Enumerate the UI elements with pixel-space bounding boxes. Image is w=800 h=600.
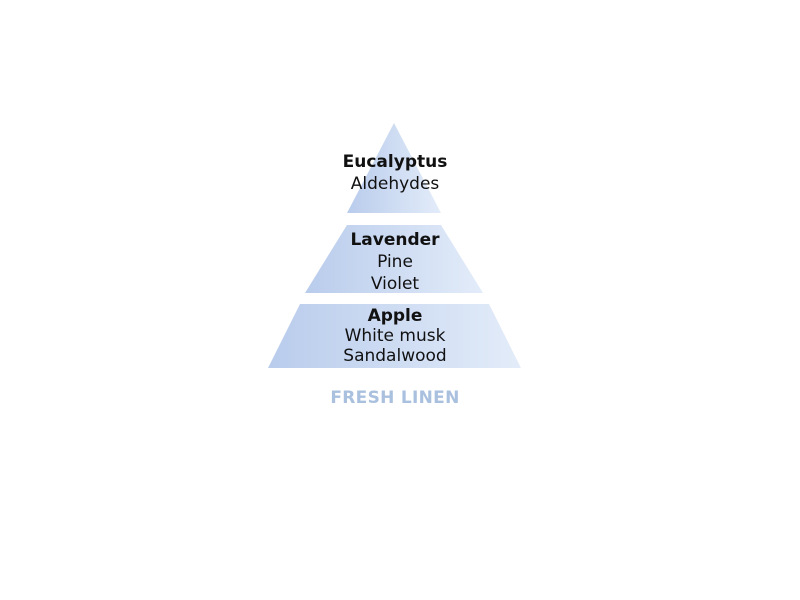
tier-middle-primary-note: Lavender [350, 230, 440, 250]
pyramid-tier-base-shape [268, 304, 521, 368]
pyramid-tier-base: Apple White musk Sandalwood [0, 306, 790, 366]
pyramid-tier-middle: Lavender Pine Violet [0, 229, 790, 295]
pyramid-tier-top-shape [347, 123, 441, 213]
tier-middle-note: Pine [377, 252, 413, 272]
tier-top-primary-note: Eucalyptus [342, 152, 448, 172]
tier-middle-note: Violet [370, 274, 420, 294]
fragrance-name: FRESH LINEN [330, 388, 460, 408]
pyramid-tier-top: Eucalyptus Aldehydes [0, 151, 790, 195]
tier-base-note: Sandalwood [343, 346, 447, 366]
tier-base-note: White musk [344, 326, 446, 346]
tier-top-note: Aldehydes [350, 174, 440, 194]
pyramid-tier-middle-shape [305, 225, 483, 293]
tier-base-primary-note: Apple [367, 306, 423, 326]
